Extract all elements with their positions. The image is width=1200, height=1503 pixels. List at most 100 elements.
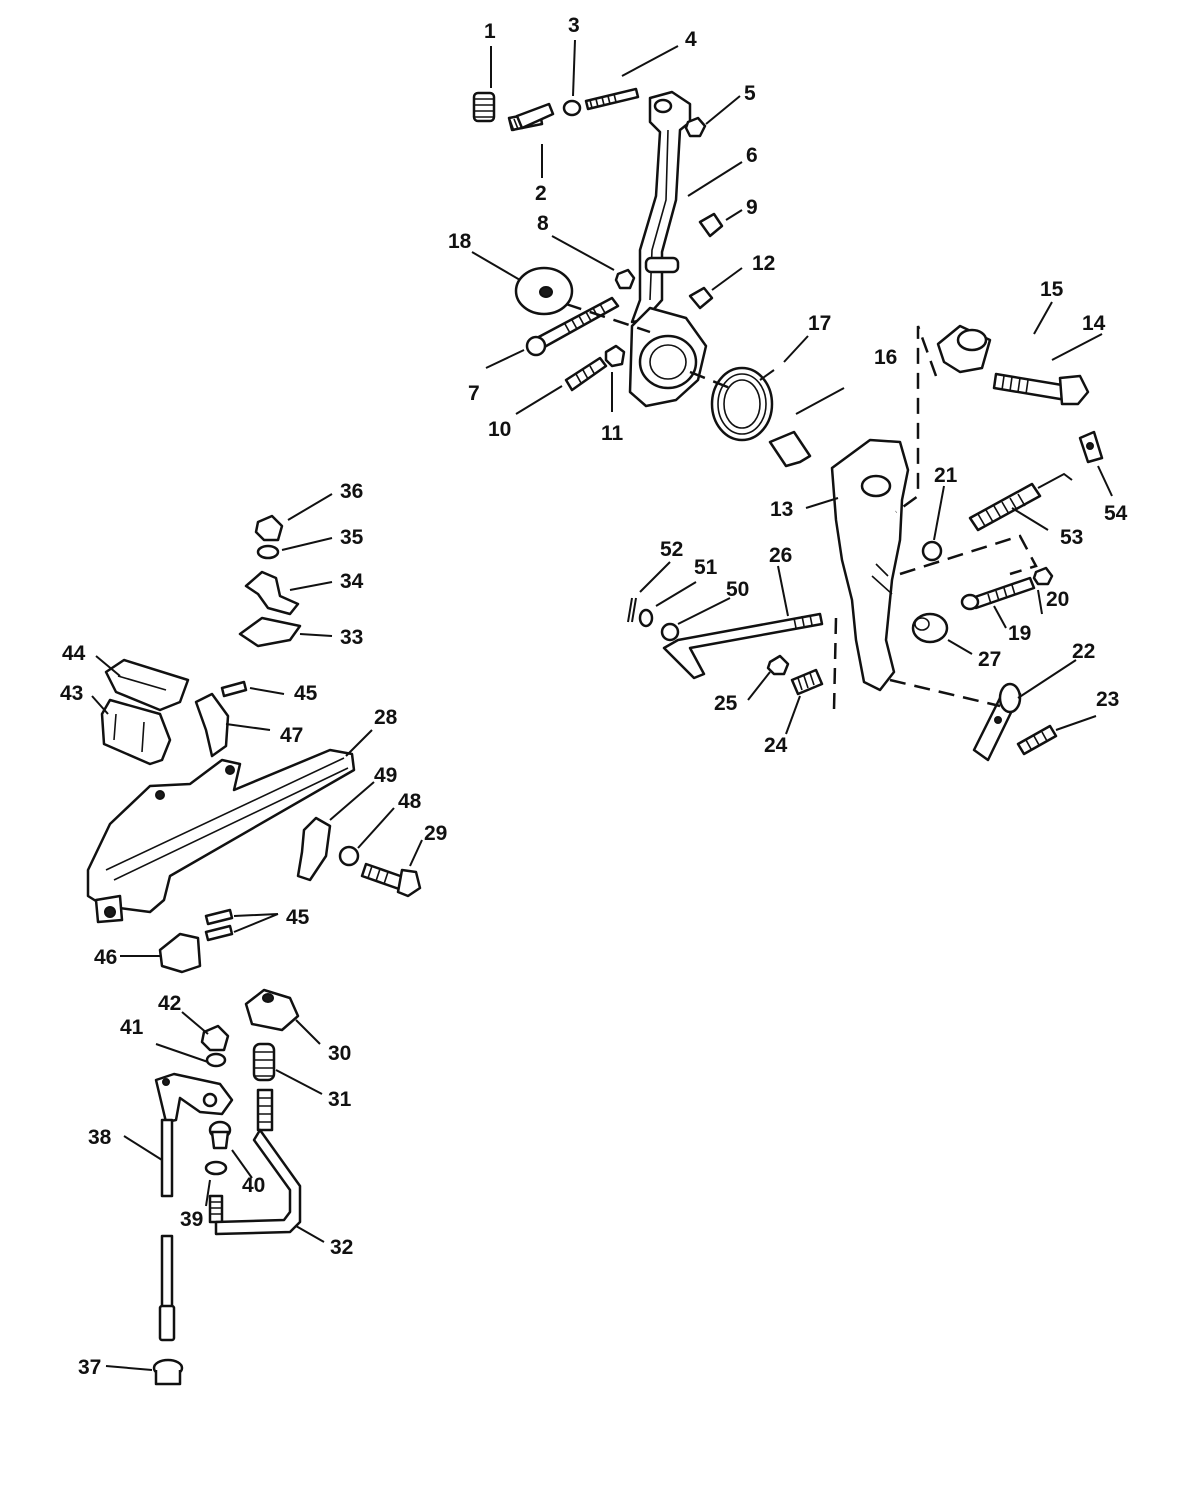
callout-36: 36 (340, 480, 363, 503)
callout-37: 37 (78, 1356, 101, 1379)
part-54-plate (1078, 430, 1104, 464)
callout-5: 5 (744, 82, 756, 105)
part-53-spring (968, 472, 1073, 532)
callout-17: 17 (808, 312, 831, 335)
callout-48: 48 (398, 790, 422, 813)
part-26-rod (662, 612, 824, 680)
callout-6: 6 (746, 144, 758, 167)
assembly-line (889, 678, 1001, 708)
rod-assembly (152, 988, 302, 1386)
callout-9: 9 (746, 196, 758, 219)
callout-29: 29 (424, 822, 447, 845)
callout-54: 54 (1104, 502, 1128, 525)
part-43-clamp (100, 698, 172, 766)
callout-45: 45 (286, 906, 310, 929)
part-19-screw (960, 576, 1036, 611)
callout-45: 45 (294, 682, 318, 705)
callout-38: 38 (88, 1126, 112, 1149)
callout-43: 43 (60, 682, 83, 705)
callout-22: 22 (1072, 640, 1095, 663)
callout-53: 53 (1060, 526, 1083, 549)
callout-12: 12 (752, 252, 775, 275)
part-47-curved-link (194, 692, 230, 758)
part-22-swivel (972, 682, 1022, 762)
callout-leaders (91, 39, 1113, 1371)
link-assembly (86, 514, 422, 974)
part-11-nut (604, 344, 626, 368)
callout-27: 27 (978, 648, 1001, 671)
part-5-nut (684, 116, 707, 138)
callout-3: 3 (568, 14, 580, 37)
callout-49: 49 (374, 764, 397, 787)
part-44-cap (104, 658, 190, 712)
part-33-clip (238, 616, 302, 648)
part-42-nut (200, 1024, 230, 1052)
callout-13: 13 (770, 498, 793, 521)
part-32-bent-rod (214, 1088, 302, 1236)
part-51-washer (638, 608, 654, 628)
callout-26: 26 (769, 544, 792, 567)
callout-23: 23 (1096, 688, 1119, 711)
part-30-block (244, 988, 300, 1032)
callout-50: 50 (726, 578, 749, 601)
callout-47: 47 (280, 724, 303, 747)
part-8-pivot (614, 256, 680, 290)
part-45-pins (204, 908, 234, 942)
part-9-bushing (698, 212, 724, 238)
part-48-washer (338, 845, 360, 867)
part-6-coil-housing (628, 306, 708, 408)
part-28-frame (86, 748, 356, 924)
assembly-line (899, 534, 1038, 576)
part-49-link (296, 816, 332, 882)
callout-1: 1 (484, 20, 496, 43)
part-39-washer (204, 1160, 228, 1224)
callout-34: 34 (340, 570, 364, 593)
callout-33: 33 (340, 626, 363, 649)
callout-16: 16 (874, 346, 897, 369)
callout-4: 4 (685, 28, 697, 51)
part-27-bushing (911, 612, 949, 644)
assembly-line (827, 617, 838, 713)
part-38-rod (154, 1072, 234, 1198)
part-29-bolt (360, 862, 422, 898)
callout-46: 46 (94, 946, 117, 969)
callout-44: 44 (62, 642, 86, 665)
part-6-throttle-arm (630, 90, 692, 324)
part-34-bracket (244, 570, 300, 616)
callout-52: 52 (660, 538, 683, 561)
callout-14: 14 (1082, 312, 1106, 335)
callout-42: 42 (158, 992, 181, 1015)
part-4-rod (584, 87, 640, 111)
part-36-nut (254, 514, 284, 542)
part-31-spring (252, 1042, 276, 1082)
part-12-bushing (688, 286, 714, 310)
callout-39: 39 (180, 1208, 203, 1231)
callout-28: 28 (374, 706, 398, 729)
part-18-washer (514, 266, 574, 316)
callout-51: 51 (694, 556, 718, 579)
callout-20: 20 (1046, 588, 1069, 611)
part-41-washer (205, 1052, 227, 1068)
assembly-line (565, 302, 651, 334)
part-17-coil-spring (710, 366, 775, 442)
part-16-sleeve (768, 430, 812, 468)
callout-24: 24 (764, 734, 788, 757)
callout-10: 10 (488, 418, 511, 441)
callout-2: 2 (535, 182, 547, 205)
callout-11: 11 (601, 422, 624, 445)
callout-21: 21 (934, 464, 958, 487)
part-7-screw (525, 296, 620, 357)
assembly-line (689, 370, 731, 390)
part-25-nut (766, 654, 790, 676)
part-35-washer (256, 544, 280, 560)
part-2-screw-link (507, 102, 555, 132)
part-21-bushing (921, 540, 943, 562)
callout-18: 18 (448, 230, 472, 253)
part-24-spring (790, 668, 824, 696)
throttle-arm-assembly (472, 87, 1104, 762)
part-10-screw (564, 356, 608, 392)
callout-25: 25 (714, 692, 738, 715)
callout-35: 35 (340, 526, 364, 549)
callout-15: 15 (1040, 278, 1064, 301)
